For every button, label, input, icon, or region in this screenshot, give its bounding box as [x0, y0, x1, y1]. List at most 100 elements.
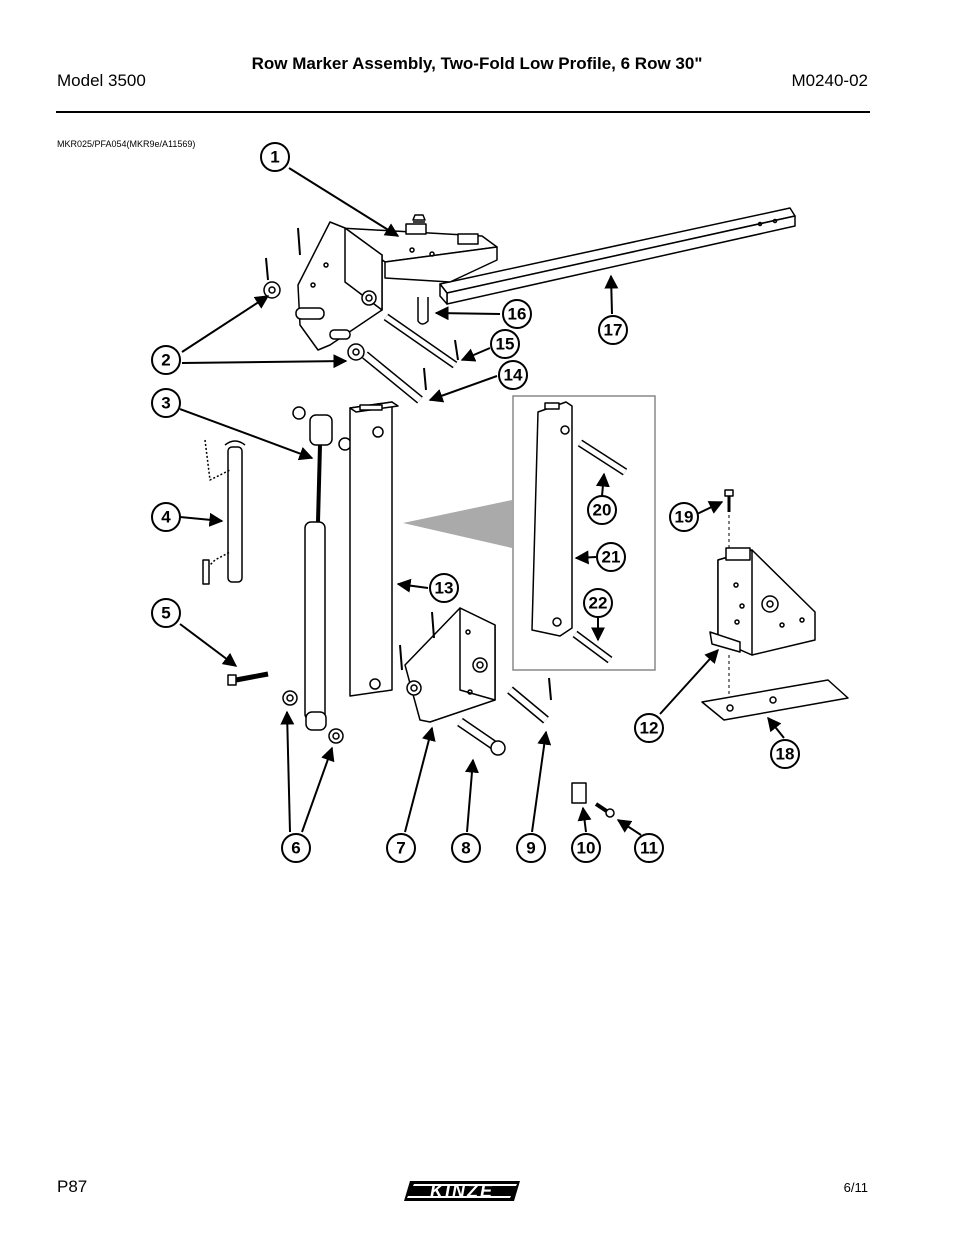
main-bracket [295, 214, 498, 351]
svg-text:1: 1 [270, 148, 279, 167]
revision-date: 6/11 [843, 1180, 868, 1195]
leader-14 [428, 375, 498, 403]
callout-18: 18 [770, 739, 800, 769]
mount-bracket-12 [709, 547, 816, 656]
marker-arm-tube [439, 207, 796, 305]
callout-20: 20 [587, 495, 617, 525]
bolt-11 [594, 802, 615, 818]
washers-2 [263, 227, 365, 361]
leader-16 [434, 306, 501, 321]
leader-1 [288, 167, 400, 237]
leader-4 [179, 512, 224, 527]
callout-3: 3 [151, 388, 181, 418]
callout-17: 17 [598, 315, 628, 345]
leader-3 [179, 408, 314, 461]
leader-19 [696, 501, 724, 515]
svg-text:21: 21 [602, 548, 621, 567]
leader-9 [531, 730, 552, 833]
leader-6b [301, 746, 335, 833]
svg-text:18: 18 [776, 745, 795, 764]
page-number: P87 [57, 1177, 88, 1196]
leader-2a [181, 295, 270, 353]
svg-text:6: 6 [291, 839, 300, 858]
leader-10 [577, 806, 592, 833]
detail-tube-21 [531, 401, 573, 637]
svg-text:9: 9 [526, 839, 535, 858]
callout-4: 4 [151, 502, 181, 532]
callout-22: 22 [583, 588, 613, 618]
callout-5: 5 [151, 598, 181, 628]
callout-1: 1 [260, 142, 290, 172]
svg-text:17: 17 [604, 321, 623, 340]
pin-9 [507, 677, 552, 724]
bushings-6 [282, 690, 344, 744]
leader-18 [767, 716, 785, 739]
callout-13: 13 [429, 573, 459, 603]
lower-bracket [399, 607, 496, 723]
svg-text:8: 8 [461, 839, 470, 858]
svg-text:16: 16 [508, 305, 527, 324]
leader-21 [574, 550, 597, 565]
callout-7: 7 [386, 833, 416, 863]
callout-2: 2 [151, 345, 181, 375]
callout-11: 11 [634, 833, 664, 863]
clip-10 [571, 782, 587, 804]
callout-8: 8 [451, 833, 481, 863]
leader-6a [280, 710, 295, 833]
detail-projection [403, 500, 512, 548]
detail-pin-22 [572, 630, 613, 664]
svg-text:22: 22 [589, 594, 608, 613]
figure-reference: MKR025/PFA054(MKR9e/A11569) [57, 139, 196, 149]
svg-text:10: 10 [577, 839, 596, 858]
bolt-5 [227, 671, 269, 686]
svg-text:3: 3 [161, 394, 170, 413]
hitch-pin [202, 439, 246, 585]
leader-5 [179, 623, 238, 667]
svg-text:7: 7 [396, 839, 405, 858]
svg-text:4: 4 [161, 508, 171, 527]
svg-text:5: 5 [161, 604, 170, 623]
u-bolt [417, 297, 429, 325]
callout-15: 15 [490, 329, 520, 359]
kinze-logo: KINZE [402, 1175, 522, 1207]
callout-21: 21 [596, 542, 626, 572]
bolt-19 [724, 489, 734, 705]
manual-code: M0240-02 [791, 71, 868, 90]
leader-20 [595, 472, 610, 497]
svg-text:12: 12 [640, 719, 659, 738]
svg-text:20: 20 [593, 501, 612, 520]
page-title: Row Marker Assembly, Two-Fold Low Profil… [251, 54, 703, 73]
callout-12: 12 [634, 713, 664, 743]
pin-14 [362, 351, 427, 404]
svg-text:13: 13 [435, 579, 454, 598]
callout-9: 9 [516, 833, 546, 863]
svg-text:19: 19 [675, 508, 694, 527]
svg-text:14: 14 [504, 366, 523, 385]
svg-text:KINZE: KINZE [430, 1181, 494, 1201]
callout-16: 16 [502, 299, 532, 329]
leader-15 [460, 347, 491, 362]
leader-17 [604, 274, 619, 315]
post-tube [349, 401, 399, 697]
plate-18 [701, 679, 849, 721]
svg-text:11: 11 [640, 839, 658, 858]
leader-8 [464, 758, 479, 833]
clevis-pin-8 [457, 717, 506, 756]
callout-19: 19 [669, 502, 699, 532]
leader-11 [616, 819, 642, 836]
callout-14: 14 [498, 360, 528, 390]
detail-box [512, 395, 656, 671]
header-rule [56, 111, 870, 113]
leader-12 [659, 648, 719, 715]
svg-text:15: 15 [496, 335, 515, 354]
hydraulic-cylinder [292, 406, 352, 731]
pin-15 [383, 313, 459, 369]
leader-13 [396, 578, 429, 593]
leader-7 [404, 726, 436, 833]
model-label: Model 3500 [57, 71, 146, 90]
leader-2b [181, 354, 348, 369]
svg-text:2: 2 [161, 351, 170, 370]
callout-6: 6 [281, 833, 311, 863]
detail-pin-20 [577, 439, 628, 476]
